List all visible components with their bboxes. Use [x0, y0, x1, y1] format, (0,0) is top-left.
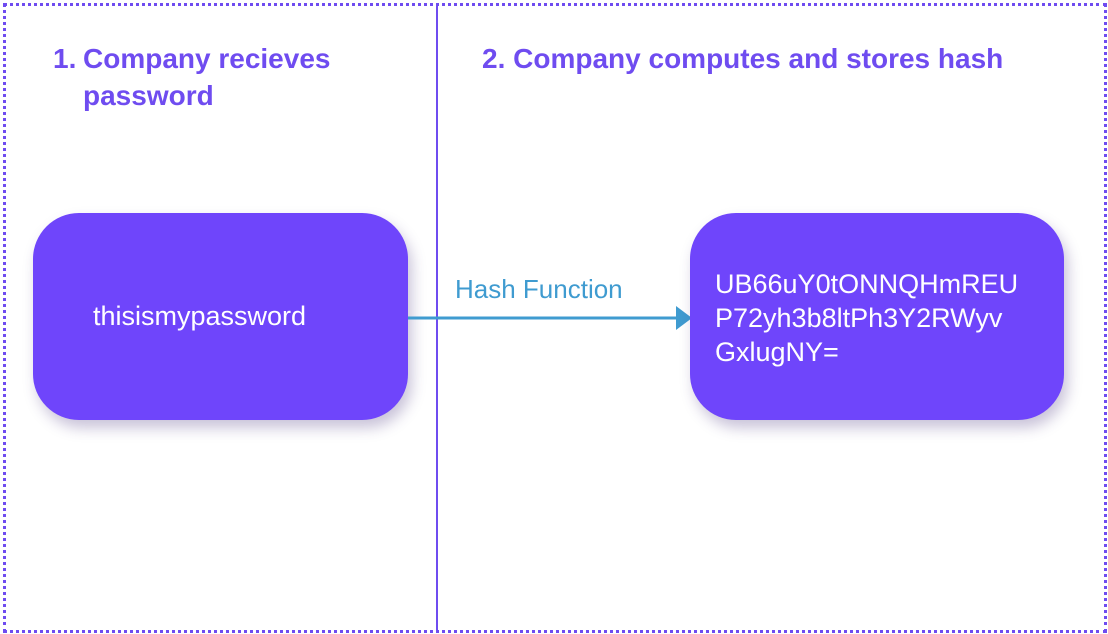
- arrowhead-icon: [676, 306, 692, 330]
- hash-box: UB66uY0tONNQHmREU P72yh3b8ltPh3Y2RWyv Gx…: [690, 213, 1064, 420]
- hash-line-3: GxlugNY=: [715, 337, 839, 367]
- hash-line-2: P72yh3b8ltPh3Y2RWyv: [715, 303, 1003, 333]
- diagram-frame: [3, 3, 1107, 633]
- hash-arrow: [408, 306, 692, 330]
- step-2-number: 2.: [482, 43, 506, 74]
- step-2-title: Company computes and stores hash: [513, 43, 1004, 74]
- step-1-heading: 1.Company recieves password: [53, 40, 393, 114]
- step-2-heading: 2. Company computes and stores hash: [482, 40, 1082, 77]
- hash-line-1: UB66uY0tONNQHmREU: [715, 269, 1019, 299]
- password-box: thisismypassword: [33, 213, 408, 420]
- step-1-title: Company recieves password: [83, 43, 331, 111]
- step-1-number: 1.: [53, 43, 77, 74]
- hash-function-label: Hash Function: [455, 274, 623, 304]
- password-text: thisismypassword: [93, 301, 307, 331]
